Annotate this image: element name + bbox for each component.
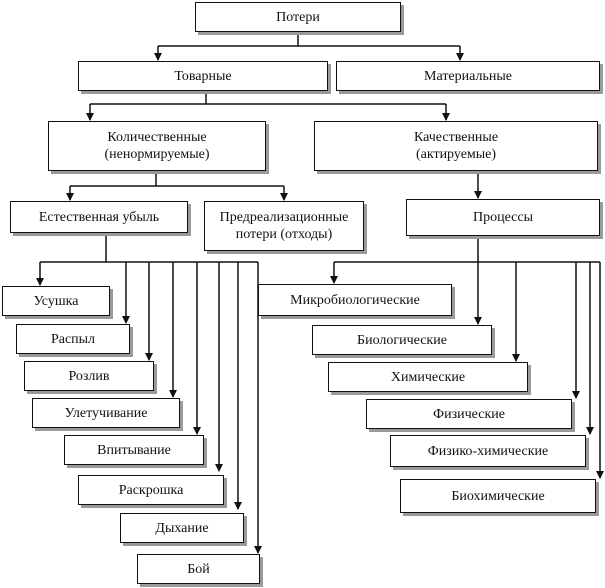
node-goods-losses-label: Товарные — [174, 68, 232, 84]
node-respiration-label: Дыхание — [155, 520, 209, 536]
node-absorption-label: Впитывание — [97, 442, 171, 458]
node-chemical-label: Химические — [390, 369, 466, 385]
node-goods-losses: Товарные — [78, 61, 328, 91]
connector-goods-to-level2 — [86, 91, 450, 121]
node-natural-loss: Естественная убыль — [10, 201, 188, 233]
node-biochemical-label: Биохимические — [451, 488, 545, 504]
node-dusting-label: Распыл — [50, 331, 96, 347]
node-physico-chemical: Физико-химические — [390, 435, 586, 467]
node-quantitative-label: Количественные (ненормируемые) — [104, 130, 210, 162]
node-microbiological: Микробиологические — [258, 284, 452, 316]
node-pre-sale-losses: Предреализационные потери (отходы) — [204, 201, 364, 251]
node-processes: Процессы — [406, 199, 600, 236]
node-drying-label: Усушка — [33, 293, 79, 309]
node-crumbling: Раскрошка — [78, 475, 224, 505]
node-dusting: Распыл — [16, 324, 130, 354]
node-crumbling-label: Раскрошка — [118, 482, 184, 498]
node-qualitative-label: Качественные (актируемые) — [413, 130, 499, 162]
node-spillage: Розлив — [24, 361, 154, 391]
node-natural-loss-label: Естественная убыль — [38, 209, 160, 225]
node-evaporation-label: Улетучивание — [64, 405, 148, 421]
node-breakage-label: Бой — [187, 561, 210, 577]
node-respiration: Дыхание — [120, 513, 244, 543]
node-biological: Биологические — [312, 325, 492, 355]
node-losses-label: Потери — [276, 9, 320, 25]
node-drying: Усушка — [2, 286, 110, 316]
node-microbiological-label: Микробиологические — [290, 292, 420, 308]
node-breakage: Бой — [137, 554, 260, 584]
node-physical: Физические — [366, 399, 572, 429]
node-biochemical: Биохимические — [400, 479, 596, 513]
connector-natural-loss-to-items — [36, 233, 262, 554]
node-physico-chemical-label: Физико-химические — [427, 443, 549, 459]
node-material-losses: Материальные — [336, 61, 600, 91]
node-physical-label: Физические — [433, 406, 505, 422]
node-absorption: Впитывание — [64, 435, 204, 465]
node-processes-label: Процессы — [473, 210, 533, 225]
node-losses: Потери — [195, 2, 401, 32]
node-chemical: Химические — [328, 362, 528, 392]
node-qualitative: Качественные (актируемые) — [314, 121, 598, 171]
connector-quantitative-to-level3 — [66, 171, 288, 201]
connector-root-to-level1 — [154, 32, 464, 61]
node-spillage-label: Розлив — [68, 368, 110, 384]
connector-processes-to-items — [330, 236, 604, 479]
node-material-losses-label: Материальные — [424, 68, 512, 84]
node-biological-label: Биологические — [357, 332, 447, 348]
node-quantitative: Количественные (ненормируемые) — [48, 121, 266, 171]
node-evaporation: Улетучивание — [32, 398, 180, 428]
node-pre-sale-losses-label: Предреализационные потери (отходы) — [219, 210, 349, 242]
